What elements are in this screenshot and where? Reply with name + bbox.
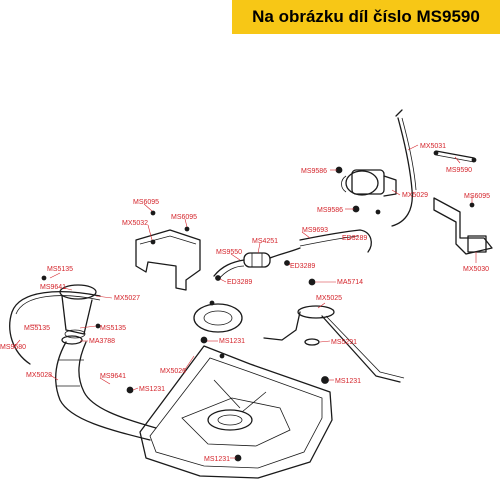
- nut-ms1231-top: [200, 336, 208, 344]
- label-ms9693: MS9693: [302, 227, 328, 234]
- label-mx5031: MX5031: [420, 143, 446, 150]
- clip-ed3289-left: [215, 275, 221, 281]
- fuel-pump-mx5029: [341, 169, 397, 215]
- bracket-mx5030: [433, 197, 493, 255]
- label-mx5029: MX5029: [402, 192, 428, 199]
- label-mx5030: MX5030: [463, 266, 489, 273]
- fuel-sender-mx5025: [263, 305, 405, 383]
- label-ms5135-top: MS5135: [47, 266, 73, 273]
- label-ma5714: MA5714: [337, 279, 363, 286]
- cable-mx5031: [391, 109, 417, 227]
- bracket-mx5032: [135, 210, 201, 291]
- label-mx5027: MX5027: [114, 295, 140, 302]
- label-ma3788: MA3788: [89, 338, 115, 345]
- label-ms5135-left: MS5135: [24, 325, 50, 332]
- overflow-pipe-ms9580: [9, 291, 101, 365]
- filter-ms4251: [243, 252, 271, 268]
- label-ed3289-upper: ED3289: [342, 235, 367, 242]
- seal-ma3788: [61, 335, 83, 345]
- label-mx5028: MX5028: [26, 372, 52, 379]
- screw-ms5135: [41, 275, 47, 281]
- nut-ma5714: [308, 278, 316, 286]
- label-ms1231-top: MS1231: [219, 338, 245, 345]
- filler-pipe-mx5028: [55, 341, 157, 441]
- label-ms9586-lower: MS9586: [317, 207, 343, 214]
- label-ed3289-middle: ED3289: [290, 263, 315, 270]
- label-mx5032: MX5032: [122, 220, 148, 227]
- label-ms6095-center: MS6095: [171, 214, 197, 221]
- label-ms9641-top: MS9641: [40, 284, 66, 291]
- label-mx5025: MX5025: [316, 295, 342, 302]
- label-ms9641-bottom: MS9641: [100, 373, 126, 380]
- nut-ms1231-right: [321, 376, 329, 384]
- rod-ms9590: [433, 150, 477, 163]
- label-ms9590: MS9590: [446, 167, 472, 174]
- fuel-tank-mx5026: [139, 345, 333, 479]
- label-mx5026: MX5026: [160, 368, 186, 375]
- label-ms6095-right: MS6095: [464, 193, 490, 200]
- tank-cap-plate: [193, 300, 243, 359]
- fuel-hose-ms9693: [299, 229, 372, 253]
- label-ms9550: MS9550: [216, 249, 242, 256]
- label-ms5291: MS5291: [331, 339, 357, 346]
- nut-ms1231-left: [126, 386, 134, 394]
- clip-ed3289: [284, 260, 290, 266]
- leader-lines: [13, 144, 477, 459]
- label-ms1231-left: MS1231: [139, 386, 165, 393]
- label-ms1231-right: MS1231: [335, 378, 361, 385]
- label-ms1231-bottom: MS1231: [204, 456, 230, 463]
- label-ms4251: MS4251: [252, 238, 278, 245]
- part-number-banner: Na obrázku díl číslo MS9590: [232, 0, 500, 34]
- label-ms9580: MS9580: [0, 344, 26, 351]
- label-ms5135-right: MS5135: [100, 325, 126, 332]
- label-ms9586: MS9586: [301, 168, 327, 175]
- label-ms6095-left: MS6095: [133, 199, 159, 206]
- gasket-ms5291: [304, 338, 320, 346]
- label-ed3289-lower: ED3289: [227, 279, 252, 286]
